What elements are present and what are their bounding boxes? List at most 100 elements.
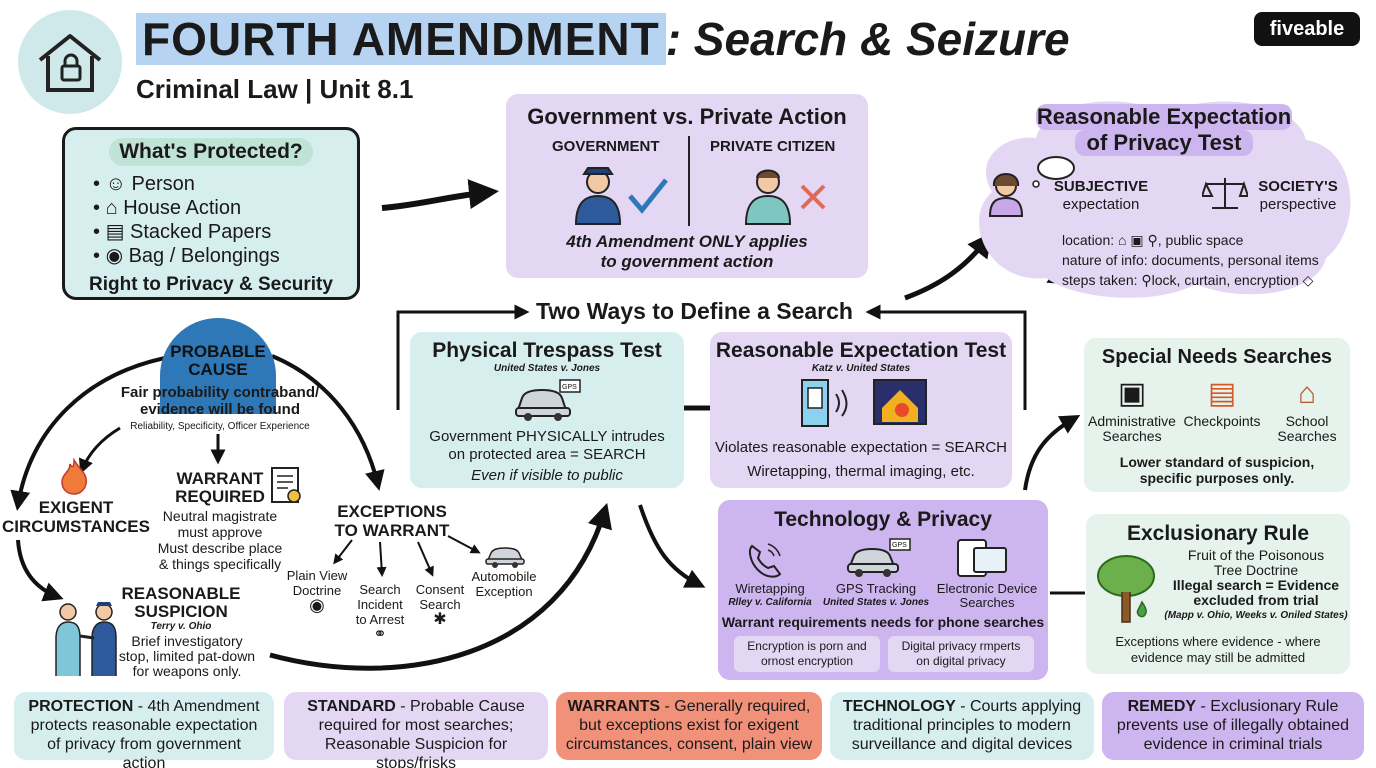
protected-item-papers: • ▤ Stacked Papers xyxy=(93,221,272,243)
special-note: Lower standard of suspicion,specific pur… xyxy=(1119,454,1315,486)
summary-technology: TECHNOLOGY - Courts applying traditional… xyxy=(830,692,1094,760)
trespass-title: Physical Trespass Test xyxy=(432,339,662,362)
page-subtitle: Criminal Law | Unit 8.1 xyxy=(136,74,414,104)
home-car-place-icons: ⌂ ▣ ⚲ xyxy=(1118,232,1158,248)
trespass-gps-tag: GPS xyxy=(562,384,577,391)
gov-private-title: Government vs. Private Action xyxy=(527,104,847,129)
officers-frisk-icon xyxy=(55,602,117,676)
trespass-panel: Physical Trespass Test United States v. … xyxy=(410,332,684,488)
summary-protection: PROTECTION - 4th Amendment protects reas… xyxy=(14,692,274,768)
exclusionary-title: Exclusionary Rule xyxy=(1126,522,1310,545)
automobile-icon xyxy=(485,547,525,568)
reasonable-panel: Reasonable Expectation Test Katz v. Unit… xyxy=(710,332,1012,488)
summary-standard: STANDARD - Probable Cause required for m… xyxy=(284,692,548,768)
brand-badge: fiveable xyxy=(1254,12,1360,46)
tech-title: Technology & Privacy xyxy=(774,508,992,531)
protected-item-bag: • ◉ Bag / Belongings xyxy=(93,245,280,267)
protected-title: What's Protected? xyxy=(109,138,313,166)
trespass-case: United States v. Jones xyxy=(493,363,601,374)
header-logo-circle xyxy=(18,10,122,114)
exclusionary-panel: Exclusionary Rule Fruit of the Poisonous… xyxy=(1086,514,1350,674)
handcuffs-icon: ⚭ xyxy=(373,626,387,643)
handshake-icon: ✱ xyxy=(433,611,447,628)
gov-private-panel: Government vs. Private Action GOVERNMENT… xyxy=(506,94,868,278)
special-item-checkpoints: ▤ Checkpoints xyxy=(1180,374,1264,429)
protected-footer: Right to Privacy & Security xyxy=(89,274,333,295)
check-icon xyxy=(628,178,668,214)
police-officer-icon xyxy=(574,167,668,225)
phone-booth-icon xyxy=(801,379,848,427)
factor-location: location: ⌂ ▣ ⚲, public space xyxy=(1062,232,1244,248)
cloud-shape xyxy=(979,101,1351,298)
gps-car-icon: GPS xyxy=(847,538,911,577)
house-lock-icon xyxy=(38,34,102,92)
private-label: PRIVATE CITIZEN xyxy=(710,138,836,155)
factor-steps: steps taken: ⚲lock, curtain, encryption … xyxy=(1062,272,1314,288)
bag-icon: ◉ xyxy=(105,245,124,267)
probable-cause-badge xyxy=(160,318,276,414)
page-title: FOURTH AMENDMENT: Search & Seizure xyxy=(136,12,1236,72)
suspicion-case: Terry v. Ohio xyxy=(150,621,212,632)
factor-nature: nature of info: documents, personal item… xyxy=(1062,252,1319,268)
barrier-icon: ▤ xyxy=(1207,377,1237,410)
house-icon: ⌂ xyxy=(105,197,118,219)
special-title: Special Needs Searches xyxy=(1101,346,1333,368)
gov-divider xyxy=(688,136,690,226)
rep-test-title: Reasonable Expectation of Privacy Test xyxy=(1036,104,1292,156)
brand-name: fiveable xyxy=(1269,18,1345,40)
summary-warrants: WARRANTS - Generally required, but excep… xyxy=(556,692,822,760)
title-highlight: FOURTH AMENDMENT xyxy=(136,13,666,65)
scales-icon xyxy=(1202,178,1248,209)
person-icon: ☺ xyxy=(105,173,126,195)
protected-item-house: • ⌂ House Action xyxy=(93,197,242,219)
protected-list: • ☺ Person • ⌂ House Action • ▤ Stacked … xyxy=(93,172,357,268)
probable-cause-def: Fair probability contraband/evidence wil… xyxy=(120,384,320,432)
reasonable-desc: Violates reasonable expectation = SEARCH… xyxy=(715,439,1007,480)
warrant-document-icon xyxy=(271,467,301,503)
poison-tree-icon xyxy=(1097,555,1155,623)
protected-item-person: • ☺ Person xyxy=(93,173,195,195)
title-rest: : Search & Seizure xyxy=(665,13,1070,65)
summary-remedy: REMEDY - Exclusionary Rule prevents use … xyxy=(1102,692,1364,760)
key-icon: ⚲ xyxy=(1141,272,1152,288)
tech-gps-tag: GPS xyxy=(892,542,907,549)
two-ways-title: Two Ways to Define a Search xyxy=(536,298,853,324)
private-citizen-icon xyxy=(744,169,826,225)
thinking-person-icon xyxy=(988,156,1075,217)
clipboard-icon: ▣ xyxy=(1117,377,1147,410)
rep-test-cloud: Reasonable Expectation of Privacy Test S… xyxy=(966,88,1366,306)
papers-icon: ▤ xyxy=(105,221,125,243)
x-mark-icon xyxy=(800,184,826,210)
lock-icon: ◇ xyxy=(1302,272,1314,288)
devices-icon xyxy=(957,539,1007,577)
school-icon: ⌂ xyxy=(1297,377,1317,410)
car-gps-icon: GPS xyxy=(515,379,581,421)
phone-icon xyxy=(749,543,782,578)
reasonable-title: Reasonable Expectation Test xyxy=(715,339,1007,362)
